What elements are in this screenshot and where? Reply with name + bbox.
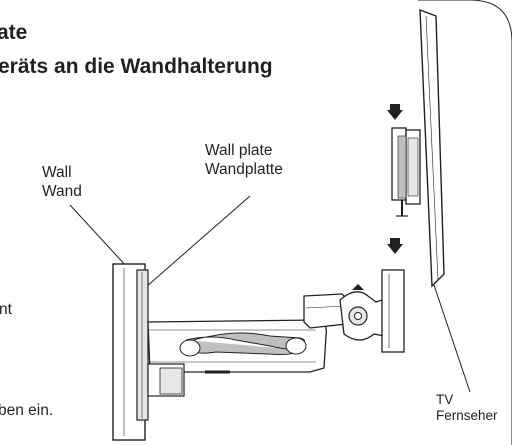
label-wall-en: Wall — [42, 164, 72, 181]
label-wall-plate-de: Wandplatte — [205, 160, 283, 178]
fragment-ben-ein: ben ein. — [0, 402, 54, 419]
tv-bracket-plate — [381, 269, 405, 353]
down-arrow-icon — [387, 104, 403, 120]
label-wall-plate-en: Wall plate — [205, 142, 273, 159]
leader-wall — [69, 204, 129, 269]
heading-line-2: eräts an die Wandhalterung — [0, 55, 273, 78]
articulating-arm — [147, 319, 327, 397]
leader-wall-plate — [145, 195, 251, 288]
fragment-nt: nt — [0, 301, 12, 318]
tv-bracket-exploded — [391, 127, 421, 217]
label-tv-en: TV — [436, 392, 454, 407]
label-wall: Wall Wand — [42, 164, 82, 202]
down-arrow-icon — [387, 238, 403, 254]
leader-tv — [433, 284, 471, 393]
tilt-head — [339, 284, 385, 341]
label-tv: TV Fernseher — [436, 392, 498, 425]
label-tv-de: Fernseher — [436, 408, 498, 424]
heading-line-1: ate — [0, 21, 28, 44]
label-wall-de: Wand — [42, 182, 82, 200]
label-wall-plate: Wall plate Wandplatte — [205, 142, 283, 180]
wall-plate — [136, 269, 149, 421]
tv-profile — [419, 8, 445, 288]
